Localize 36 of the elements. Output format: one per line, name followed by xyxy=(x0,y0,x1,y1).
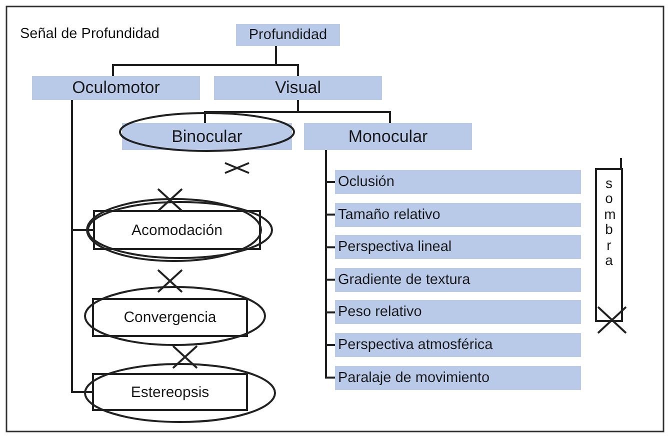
node-text: Visual xyxy=(275,78,321,98)
node-text: Perspectiva atmosférica xyxy=(338,337,493,353)
cue-box xyxy=(335,202,581,227)
node-text: Profundidad xyxy=(248,27,328,43)
node-text: Perspectiva lineal xyxy=(338,239,452,256)
cue-box xyxy=(335,300,581,324)
node-text: Binocular xyxy=(172,126,242,146)
cue-box xyxy=(335,333,581,357)
node-text: Peso relativo xyxy=(338,304,422,320)
node-text: Acomodación xyxy=(132,222,222,238)
category-box xyxy=(122,123,292,150)
heading-label: Señal de Profundidad xyxy=(20,26,160,42)
node-text: Oclusión xyxy=(338,174,394,190)
node-text: Paralaje de movimiento xyxy=(338,370,490,386)
category-box xyxy=(236,24,340,46)
node-text: Gradiente de textura xyxy=(338,272,470,288)
node-text: Oculomotor xyxy=(72,78,160,98)
cue-box xyxy=(92,298,248,337)
cue-box xyxy=(92,373,248,411)
node-text: Tamaño relativo xyxy=(338,206,440,223)
cue-box xyxy=(335,268,581,292)
node-text: Convergencia xyxy=(124,309,216,326)
connector-line xyxy=(620,158,622,168)
node-text: sombra xyxy=(604,176,614,268)
category-box xyxy=(32,76,200,100)
cue-box xyxy=(595,168,623,322)
connector-line xyxy=(71,100,92,393)
cue-box xyxy=(335,170,581,194)
category-box xyxy=(304,123,472,150)
category-box xyxy=(214,76,382,100)
connector-line xyxy=(297,100,391,123)
cue-box xyxy=(335,366,581,390)
node-text: Estereopsis xyxy=(130,384,210,400)
node-text: Monocular xyxy=(348,126,428,146)
cue-box xyxy=(93,210,261,250)
cue-box xyxy=(335,235,581,260)
